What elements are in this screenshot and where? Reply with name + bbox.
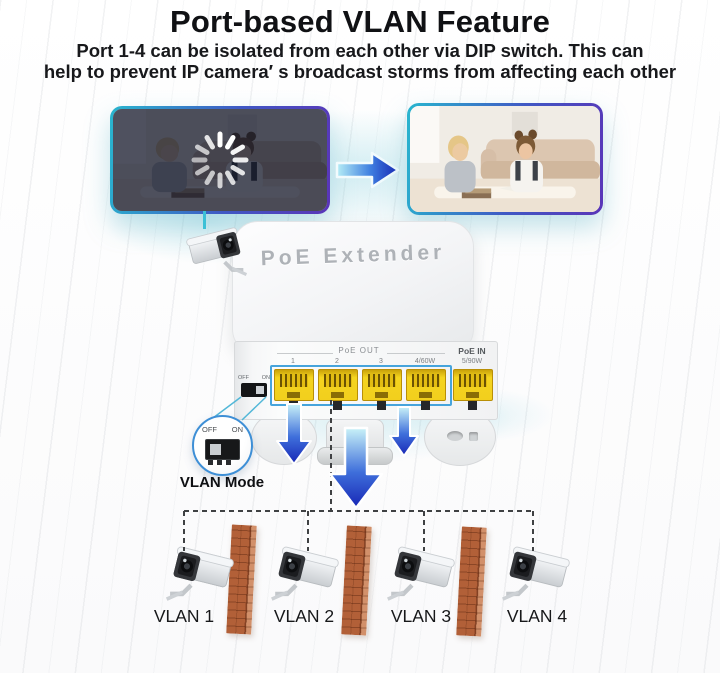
port-number: 1 — [291, 358, 295, 365]
poe-extender-device: PoE Extender — [232, 221, 474, 355]
dip-on-label: ON — [261, 375, 270, 381]
after-image-frame — [407, 103, 603, 215]
before-image — [113, 109, 327, 211]
port-number: 4/60W — [414, 358, 436, 365]
camera-feed-connector-line — [203, 211, 206, 229]
dip-switch-magnifier: OFF ON — [192, 415, 253, 476]
port-number: 2 — [335, 358, 339, 365]
port-number: 3 — [379, 358, 383, 365]
dip-off-label: OFF — [238, 375, 249, 381]
mounting-hole — [288, 429, 302, 438]
loading-spinner-icon — [191, 131, 249, 189]
vlan-mode-caption: VLAN Mode — [179, 474, 265, 491]
mounting-hole — [447, 431, 463, 441]
subtitle-line-2: help to prevent IP camera′ s broadcast s… — [43, 61, 677, 82]
magnified-dip-pins — [208, 460, 235, 465]
after-image — [410, 106, 600, 212]
port-clip — [377, 401, 386, 410]
rj45-port-4 — [406, 369, 446, 401]
vlan-2-label: VLAN 2 — [273, 606, 335, 626]
vlan-3-label: VLAN 3 — [390, 606, 452, 626]
poe-out-label: PoE OUT — [338, 346, 380, 355]
dim-overlay — [113, 109, 327, 211]
port-clip — [289, 401, 298, 410]
port-number: 5/90W — [461, 358, 483, 365]
mounting-bracket-base — [317, 447, 393, 465]
dip-switch — [241, 383, 267, 397]
rj45-port-1 — [274, 369, 314, 401]
rj45-port-5-poe-in — [453, 369, 493, 401]
poe-in-label: PoE IN — [458, 346, 486, 356]
port-clip — [468, 401, 477, 410]
mounting-hole — [469, 432, 478, 441]
rj45-port-2 — [318, 369, 358, 401]
port-clip — [333, 401, 342, 410]
vlan-4-label: VLAN 4 — [506, 606, 568, 626]
device-name-label: PoE Extender — [260, 240, 446, 271]
magnifier-dip-labels: OFF ON — [202, 425, 243, 434]
port-clip — [421, 401, 430, 410]
cctv-camera-icon — [186, 227, 248, 276]
rj45-port-3 — [362, 369, 402, 401]
cctv-camera-icon — [386, 543, 464, 605]
bracket-line — [387, 353, 445, 354]
room-scene-illustration — [410, 106, 600, 212]
cctv-camera-icon — [501, 543, 579, 605]
magnifier-off-label: OFF — [202, 425, 217, 434]
cctv-camera-icon — [270, 543, 348, 605]
device-port-panel: PoE OUT PoE IN 1 2 3 4/60W 5/90W OFF ON — [234, 341, 498, 420]
before-image-frame — [110, 106, 330, 214]
transition-arrow-icon — [335, 151, 400, 189]
dip-switch-labels: OFF ON — [238, 375, 270, 381]
subtitle-line-1: Port 1-4 can be isolated from each other… — [76, 40, 644, 61]
magnifier-on-label: ON — [231, 425, 243, 434]
magnified-dip-switch — [205, 439, 240, 460]
bracket-line — [277, 353, 333, 354]
page-title: Port-based VLAN Feature — [169, 4, 551, 39]
vlan-1-label: VLAN 1 — [153, 606, 215, 626]
cctv-camera-icon — [165, 543, 243, 605]
